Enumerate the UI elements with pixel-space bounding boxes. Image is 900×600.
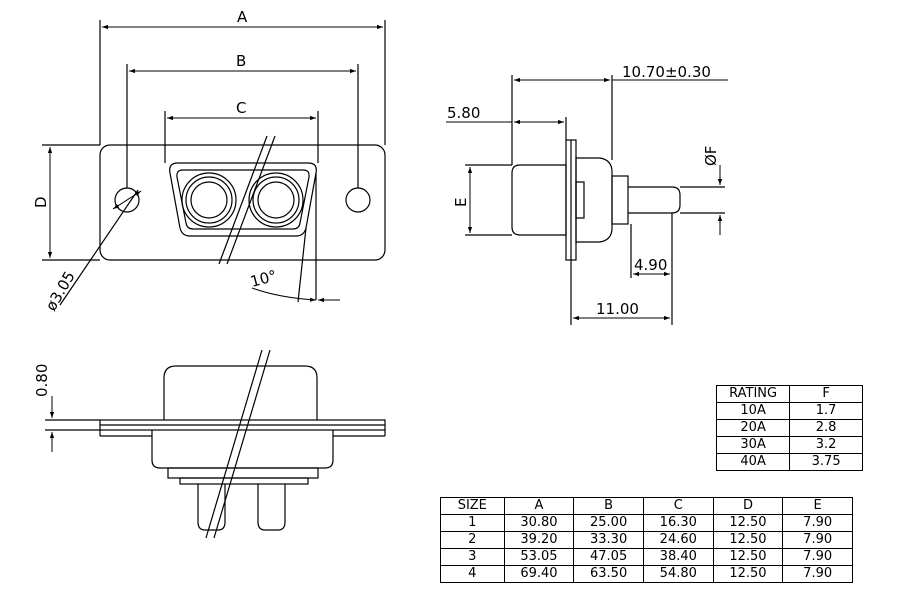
table-cell: 12.50 <box>712 565 784 583</box>
front-view <box>42 20 386 306</box>
table-header-cell: A <box>503 497 575 515</box>
break-line <box>213 349 271 539</box>
table-row: 20A 2.8 <box>715 419 863 437</box>
break-line <box>205 349 263 539</box>
table-header-row: SIZE A B C D E <box>440 497 853 515</box>
table-header-row: RATING F <box>715 385 863 403</box>
contact-right <box>248 172 304 228</box>
table-cell: 3 <box>440 548 505 566</box>
table-cell: 2.8 <box>789 419 863 437</box>
table-cell: 16.30 <box>642 514 714 532</box>
table-cell: 1.7 <box>789 402 863 420</box>
side-body <box>511 164 567 236</box>
side-dimension-lines <box>446 77 728 321</box>
dim-label-d: D <box>32 196 50 208</box>
table-cell: 38.40 <box>642 548 714 566</box>
table-cell: 30.80 <box>503 514 575 532</box>
table-row: 3 53.05 47.05 38.40 12.50 7.90 <box>440 548 853 566</box>
table-cell: 3.75 <box>789 453 863 471</box>
side-view <box>465 75 725 325</box>
dim-label-c: C <box>236 99 246 117</box>
dim-label-f: ØF <box>702 146 720 166</box>
table-cell: 39.20 <box>503 531 575 549</box>
table-row: 40A 3.75 <box>715 453 863 471</box>
table-cell: 2 <box>440 531 505 549</box>
table-header-cell: C <box>642 497 714 515</box>
dim-label-length: 11.00 <box>596 300 639 318</box>
break-line <box>226 135 276 265</box>
table-cell: 7.90 <box>782 565 853 583</box>
table-header-cell: RATING <box>715 385 791 403</box>
dim-label-b: B <box>236 52 246 70</box>
table-cell: 3.2 <box>789 436 863 454</box>
table-row: 30A 3.2 <box>715 436 863 454</box>
table-cell: 53.05 <box>503 548 575 566</box>
bottom-view <box>45 349 386 539</box>
bottom-shell-top <box>163 365 318 420</box>
dim-label-thickness: 0.80 <box>33 364 51 397</box>
rating-table: RATING F 10A 1.7 20A 2.8 30A 3.2 40A 3.7… <box>715 385 863 471</box>
table-header-cell: B <box>573 497 644 515</box>
table-row: 4 69.40 63.50 54.80 12.50 7.90 <box>440 565 853 583</box>
table-header-cell: F <box>789 385 863 403</box>
dim-label-depth: 10.70±0.30 <box>622 63 711 81</box>
size-table: SIZE A B C D E 1 30.80 25.00 16.30 12.50… <box>440 497 853 583</box>
contact-left <box>181 172 237 228</box>
dim-label-angle: 10° <box>248 267 278 291</box>
table-cell: 7.90 <box>782 548 853 566</box>
side-pin <box>628 186 681 214</box>
table-cell: 47.05 <box>573 548 644 566</box>
dim-label-hole: ø3.05 <box>42 268 79 314</box>
dim-label-pin: 4.90 <box>634 256 667 274</box>
dim-label-flange: 5.80 <box>447 104 480 122</box>
table-cell: 20A <box>715 419 791 437</box>
dim-label-e: E <box>452 198 470 207</box>
table-cell: 30A <box>715 436 791 454</box>
table-cell: 1 <box>440 514 505 532</box>
table-header-cell: D <box>712 497 784 515</box>
front-dimension-lines <box>47 24 383 303</box>
table-row: 10A 1.7 <box>715 402 863 420</box>
table-cell: 24.60 <box>642 531 714 549</box>
bottom-body-lower <box>151 430 334 469</box>
table-cell: 10A <box>715 402 791 420</box>
table-cell: 12.50 <box>712 514 784 532</box>
table-cell: 7.90 <box>782 531 853 549</box>
table-cell: 33.30 <box>573 531 644 549</box>
table-cell: 63.50 <box>573 565 644 583</box>
d-shell-outer <box>169 162 317 237</box>
bottom-pin-left <box>197 484 226 531</box>
table-row: 2 39.20 33.30 24.60 12.50 7.90 <box>440 531 853 549</box>
table-cell: 12.50 <box>712 548 784 566</box>
table-cell: 69.40 <box>503 565 575 583</box>
d-shell-inner <box>176 169 310 230</box>
table-cell: 25.00 <box>573 514 644 532</box>
table-cell: 4 <box>440 565 505 583</box>
table-cell: 12.50 <box>712 531 784 549</box>
dim-label-a: A <box>237 8 248 26</box>
table-cell: 54.80 <box>642 565 714 583</box>
table-header-cell: SIZE <box>440 497 505 515</box>
side-rear-body <box>575 157 613 243</box>
table-header-cell: E <box>782 497 853 515</box>
front-flange <box>99 144 386 261</box>
table-row: 1 30.80 25.00 16.30 12.50 7.90 <box>440 514 853 532</box>
mounting-hole-right <box>345 187 371 213</box>
bottom-pin-right <box>257 484 286 531</box>
table-cell: 40A <box>715 453 791 471</box>
table-cell: 7.90 <box>782 514 853 532</box>
break-line <box>218 135 268 265</box>
